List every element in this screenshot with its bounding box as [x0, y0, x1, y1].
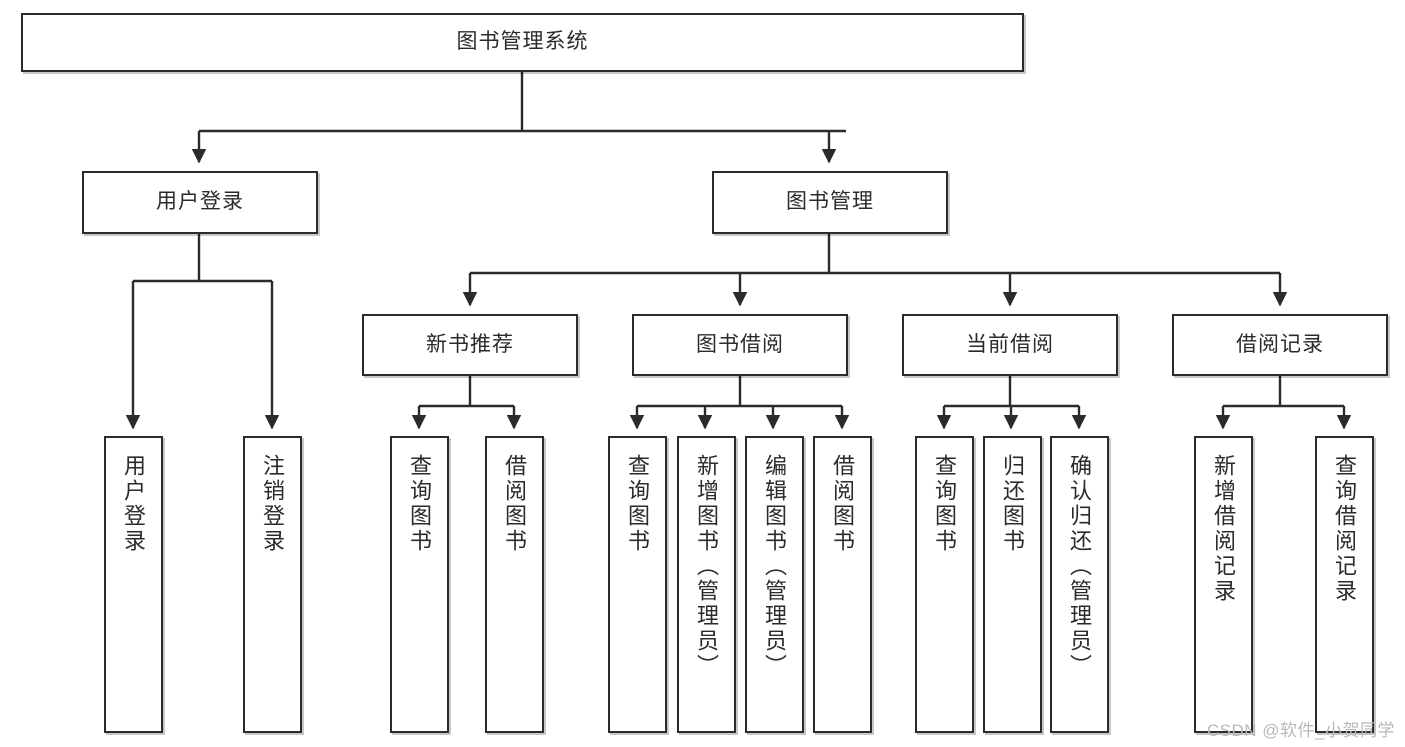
leaf-new-book-2[interactable]: 借阅图书: [485, 436, 544, 733]
node-new-book-recommend[interactable]: 新书推荐: [362, 314, 578, 376]
node-user-login[interactable]: 用户登录: [82, 171, 318, 234]
leaf-book-borrow-3[interactable]: 编辑图书（管理员）: [745, 436, 804, 733]
leaf-book-borrow-3-label: 编辑图书（管理员）: [762, 454, 788, 679]
node-book-management-label: 图书管理: [786, 190, 874, 214]
leaf-borrow-record-1-label: 新增借阅记录: [1211, 454, 1237, 604]
node-book-borrow-label: 图书借阅: [696, 332, 784, 356]
node-current-borrow[interactable]: 当前借阅: [902, 314, 1118, 376]
leaf-current-borrow-1-label: 查询图书: [932, 454, 958, 554]
node-root[interactable]: 图书管理系统: [21, 13, 1024, 72]
leaf-current-borrow-3[interactable]: 确认归还（管理员）: [1050, 436, 1109, 733]
leaf-borrow-record-2[interactable]: 查询借阅记录: [1315, 436, 1374, 733]
leaf-user-login-2-label: 注销登录: [260, 454, 286, 554]
node-borrow-record[interactable]: 借阅记录: [1172, 314, 1388, 376]
node-book-management[interactable]: 图书管理: [712, 171, 948, 234]
leaf-book-borrow-2-label: 新增图书（管理员）: [694, 454, 720, 679]
leaf-current-borrow-2-label: 归还图书: [1000, 454, 1026, 554]
leaf-user-login-2[interactable]: 注销登录: [243, 436, 302, 733]
leaf-book-borrow-1[interactable]: 查询图书: [608, 436, 667, 733]
leaf-new-book-1-label: 查询图书: [407, 454, 433, 554]
leaf-current-borrow-1[interactable]: 查询图书: [915, 436, 974, 733]
leaf-book-borrow-1-label: 查询图书: [625, 454, 651, 554]
leaf-book-borrow-4[interactable]: 借阅图书: [813, 436, 872, 733]
leaf-new-book-2-label: 借阅图书: [502, 454, 528, 554]
node-borrow-record-label: 借阅记录: [1236, 332, 1324, 356]
leaf-current-borrow-3-label: 确认归还（管理员）: [1067, 454, 1093, 679]
leaf-book-borrow-2[interactable]: 新增图书（管理员）: [677, 436, 736, 733]
leaf-current-borrow-2[interactable]: 归还图书: [983, 436, 1042, 733]
leaf-book-borrow-4-label: 借阅图书: [830, 454, 856, 554]
node-root-label: 图书管理系统: [456, 30, 589, 54]
node-new-book-recommend-label: 新书推荐: [426, 332, 514, 356]
node-current-borrow-label: 当前借阅: [966, 332, 1054, 356]
leaf-borrow-record-2-label: 查询借阅记录: [1332, 454, 1358, 604]
node-book-borrow[interactable]: 图书借阅: [632, 314, 848, 376]
node-user-login-label: 用户登录: [156, 190, 244, 214]
leaf-user-login-1[interactable]: 用户登录: [104, 436, 163, 733]
leaf-user-login-1-label: 用户登录: [121, 454, 147, 554]
leaf-borrow-record-1[interactable]: 新增借阅记录: [1194, 436, 1253, 733]
leaf-new-book-1[interactable]: 查询图书: [390, 436, 449, 733]
